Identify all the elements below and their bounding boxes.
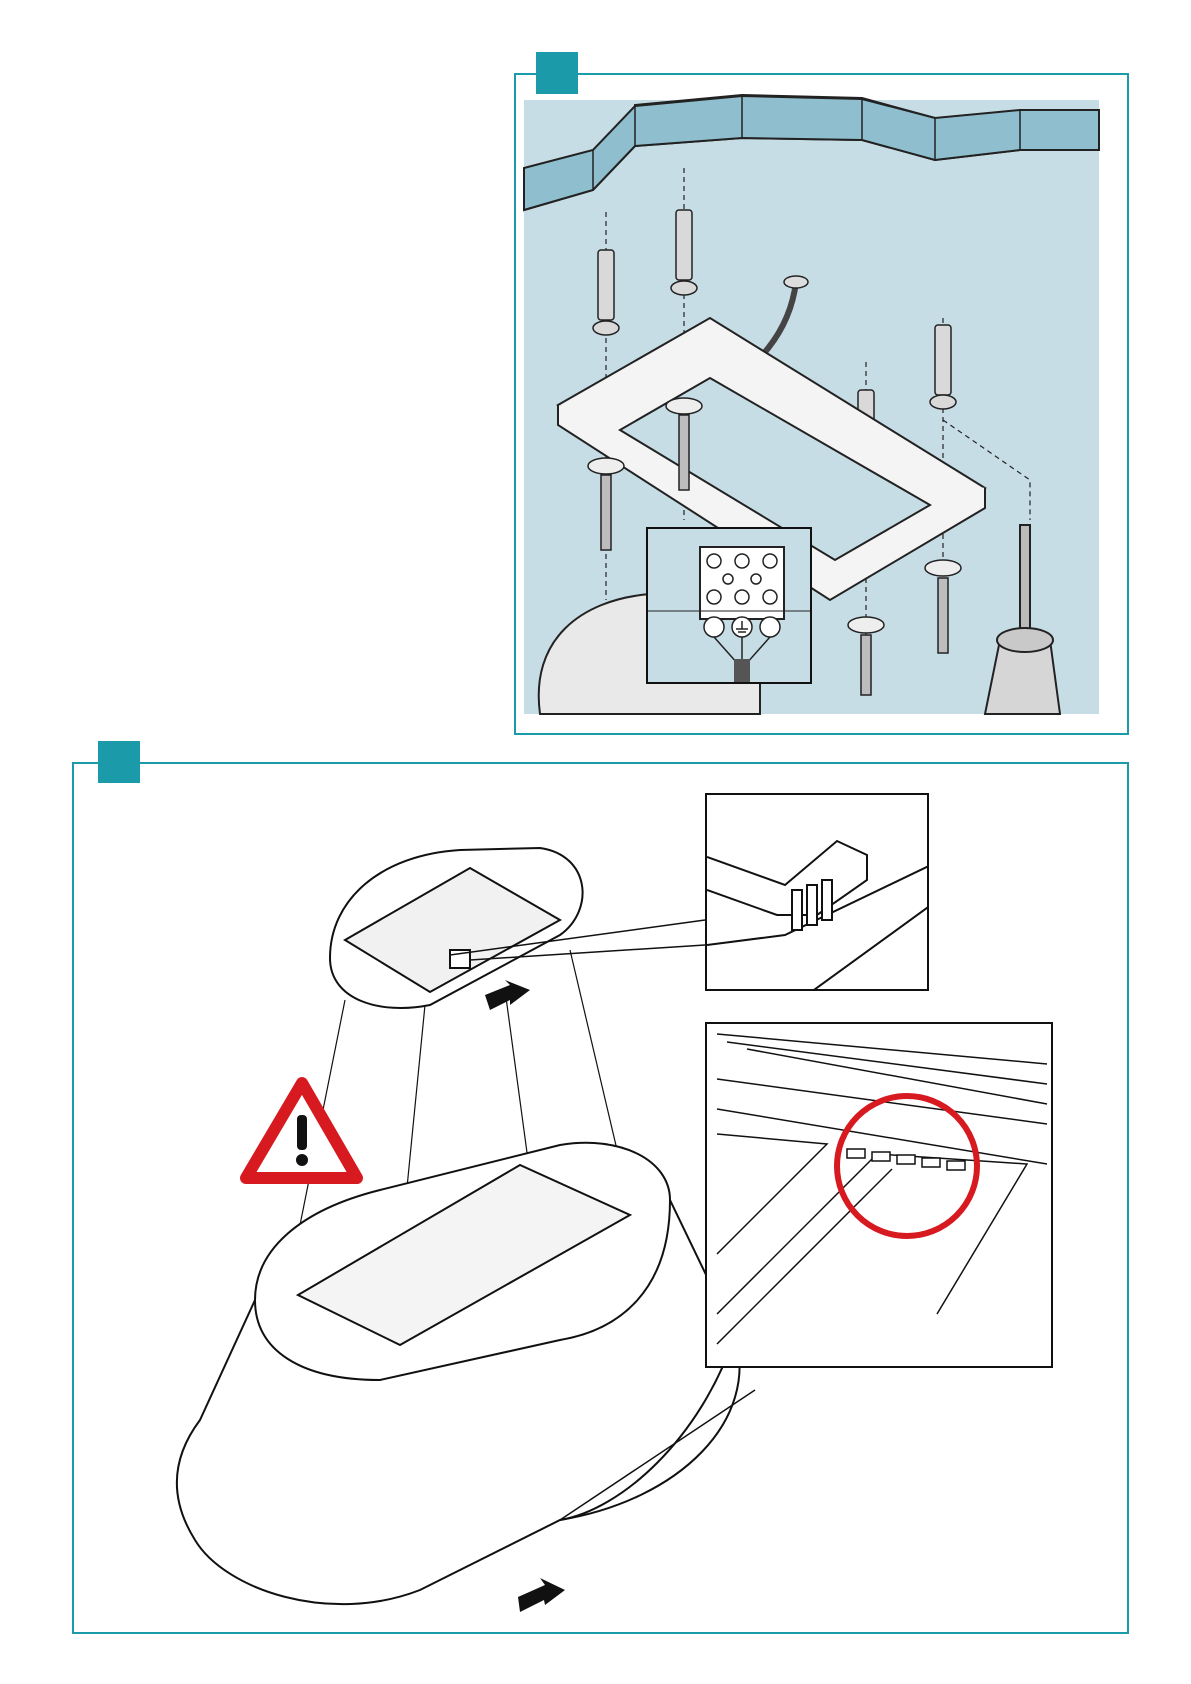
hood-top-cap (330, 848, 583, 1008)
connector-detail-drawing (707, 795, 929, 991)
arrow-icon (518, 1578, 565, 1612)
clips-detail-drawing (707, 1024, 1053, 1368)
warning-triangle-icon (246, 1083, 357, 1178)
connector-detail-inset (705, 793, 929, 991)
hood-body (0, 1143, 740, 1604)
clips-detail-inset (705, 1022, 1053, 1368)
